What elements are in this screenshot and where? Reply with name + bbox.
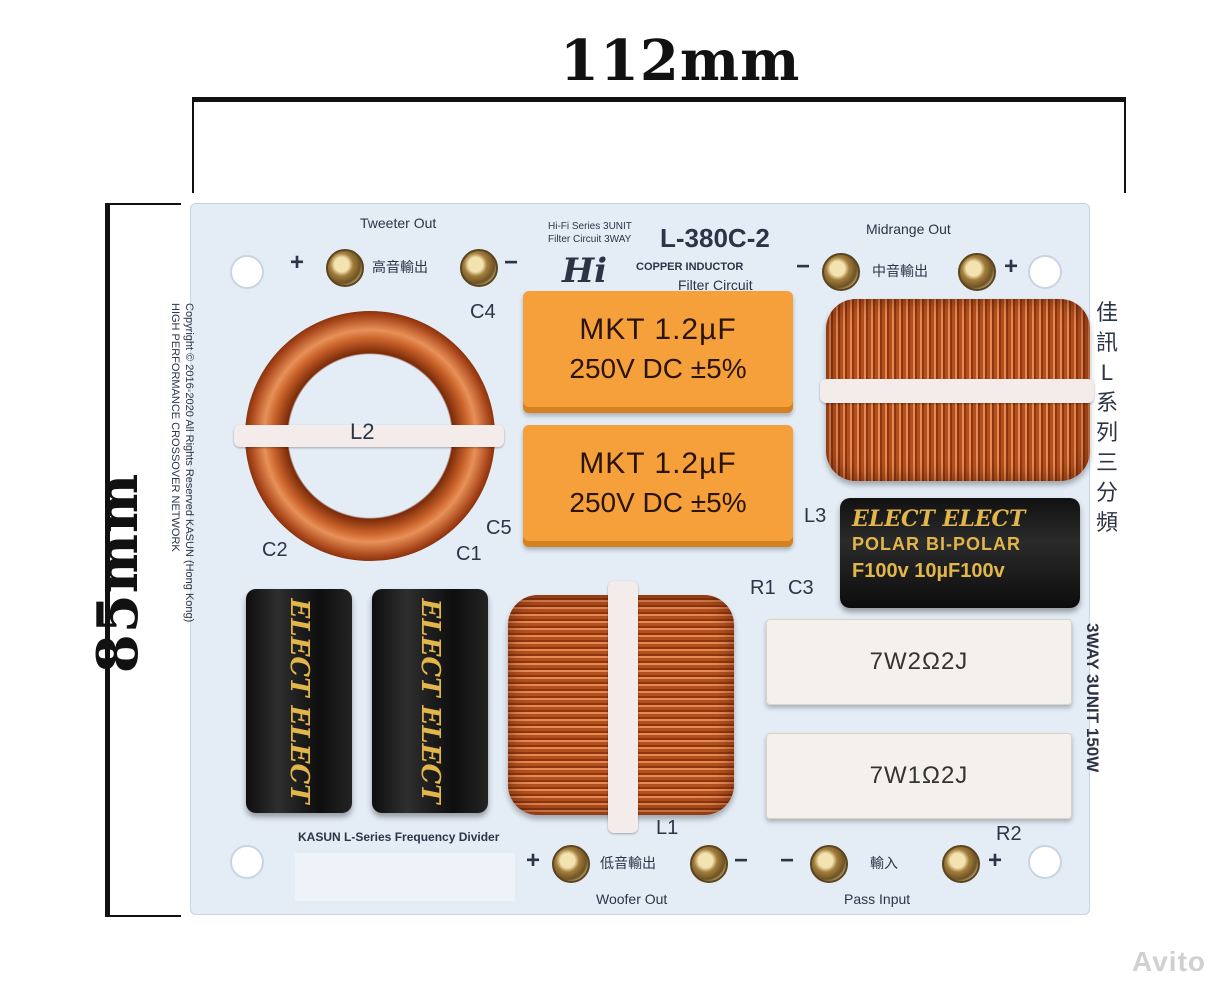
pass-input-label: Pass Input xyxy=(844,891,911,907)
resistor-r2: 7W1Ω2J xyxy=(766,733,1072,819)
brand-logo: Hi xyxy=(562,251,608,291)
capacitor-c2: ELECT ELECT xyxy=(246,589,352,813)
tweeter-plus: + xyxy=(290,249,305,276)
copyright-text: Copyright © 2016-2020 All Rights Reserve… xyxy=(169,303,195,623)
woofer-out-label: Woofer Out xyxy=(596,891,668,907)
input-minus: − xyxy=(780,847,795,874)
mounting-hole-top-left xyxy=(230,255,264,289)
midrange-minus-terminal[interactable] xyxy=(822,253,860,291)
bottom-series-label: KASUN L-Series Frequency Divider xyxy=(298,830,500,844)
height-dimension-label: 85mm xyxy=(85,472,152,674)
c4-label: C4 xyxy=(470,301,496,323)
spec-vertical-text: 3WAY 3UNIT 150W xyxy=(1083,623,1102,773)
r2-label: R2 xyxy=(996,823,1022,845)
height-dimension-line xyxy=(105,203,110,917)
woofer-minus: − xyxy=(734,847,749,874)
height-dimension-tick-top xyxy=(105,203,181,205)
resistor-r1: 7W2Ω2J xyxy=(766,619,1072,705)
tweeter-plus-terminal[interactable] xyxy=(326,249,364,287)
tweeter-minus-terminal[interactable] xyxy=(460,249,498,287)
model-number: L-380C-2 xyxy=(660,223,770,253)
avito-watermark: Avito xyxy=(1132,946,1206,977)
header-copper: COPPER INDUCTOR xyxy=(636,261,744,273)
woofer-plus: + xyxy=(526,847,541,874)
input-plus: + xyxy=(988,847,1003,874)
c1-label: C1 xyxy=(456,543,482,565)
midrange-minus: − xyxy=(796,253,811,280)
midrange-cn-label: 中音輸出 xyxy=(872,263,928,279)
blank-label-area xyxy=(295,853,515,901)
midrange-plus: + xyxy=(1004,253,1019,280)
mounting-hole-bottom-right xyxy=(1028,845,1062,879)
header-small-2: Filter Circuit 3WAY xyxy=(548,234,632,245)
capacitor-c4: MKT 1.2µF 250V DC ±5% xyxy=(523,291,793,413)
header-small-1: Hi-Fi Series 3UNIT xyxy=(548,221,632,232)
l3-label: L3 xyxy=(804,505,827,527)
tweeter-out-label: Tweeter Out xyxy=(360,215,437,231)
width-dimension-tick-right xyxy=(1124,97,1126,193)
l3-cable-tie xyxy=(820,379,1094,403)
capacitor-c5: MKT 1.2µF 250V DC ±5% xyxy=(523,425,793,547)
midrange-out-label: Midrange Out xyxy=(866,221,951,237)
c3-label: C3 xyxy=(788,577,814,599)
height-dimension-tick-bottom xyxy=(105,915,181,917)
c5-label: C5 xyxy=(486,517,512,539)
series-cn-text: 佳訊L系列三分頻 xyxy=(1095,300,1118,535)
capacitor-c3: ELECT ELECT POLAR BI-POLAR F100v 10µF100… xyxy=(840,498,1080,608)
l2-cable-tie xyxy=(234,425,504,447)
input-cn-label: 輸入 xyxy=(870,855,898,871)
input-minus-terminal[interactable] xyxy=(810,845,848,883)
tweeter-cn-label: 高音輸出 xyxy=(372,259,428,275)
capacitor-c1: ELECT ELECT xyxy=(372,589,488,813)
l1-cable-tie xyxy=(608,581,638,833)
header-filter: Filter Circuit xyxy=(678,277,753,293)
crossover-board: Tweeter Out Hi-Fi Series 3UNIT Filter Ci… xyxy=(169,203,1118,915)
midrange-plus-terminal[interactable] xyxy=(958,253,996,291)
woofer-minus-terminal[interactable] xyxy=(690,845,728,883)
input-plus-terminal[interactable] xyxy=(942,845,980,883)
l2-label: L2 xyxy=(350,419,375,444)
woofer-cn-label: 低音輸出 xyxy=(600,855,656,871)
tweeter-minus: − xyxy=(504,249,519,276)
width-dimension-line xyxy=(192,97,1126,102)
r1-label: R1 xyxy=(750,577,776,599)
width-dimension-label: 112mm xyxy=(560,28,801,94)
mounting-hole-top-right xyxy=(1028,255,1062,289)
width-dimension-tick-left xyxy=(192,97,194,193)
mounting-hole-bottom-left xyxy=(230,845,264,879)
c2-label: C2 xyxy=(262,539,288,561)
l1-label: L1 xyxy=(656,817,679,839)
woofer-plus-terminal[interactable] xyxy=(552,845,590,883)
